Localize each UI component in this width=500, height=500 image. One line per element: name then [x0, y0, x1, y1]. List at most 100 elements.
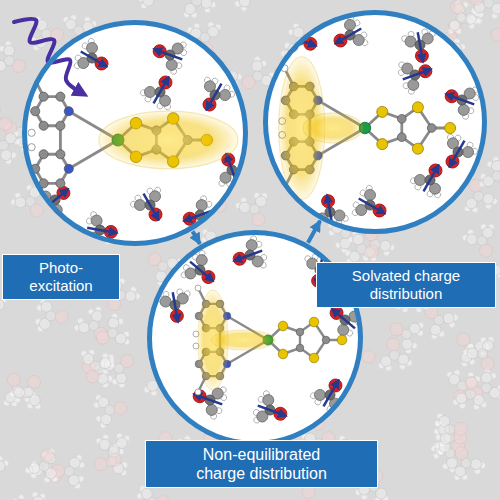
hydrogen-atom: [244, 170, 252, 178]
solvent-molecule: [326, 13, 371, 59]
hydrogen-atom: [195, 285, 201, 291]
dipole-arrow: [338, 29, 361, 43]
solvent-molecule: [461, 333, 500, 377]
oxygen-atom: [6, 371, 22, 387]
hydrogen-atom: [287, 25, 295, 33]
dipole-arrow: [424, 168, 438, 191]
solvent-molecule: [7, 369, 52, 413]
solvent-molecule: [138, 68, 184, 113]
carbon-atom: [39, 92, 48, 101]
carbon-atom: [465, 389, 476, 400]
oxygen-atom: [145, 250, 163, 268]
sulfur-atom: [377, 139, 388, 150]
hydrogen-atom: [281, 65, 288, 72]
solvent-molecule: [427, 429, 474, 476]
dipole-arrow: [288, 36, 313, 45]
solvent-molecule: [34, 297, 70, 334]
nitrogen-atom: [64, 164, 73, 173]
circle-content: [28, 33, 253, 250]
hydrogen-atom: [210, 214, 218, 222]
circle-backdrop: [24, 22, 246, 244]
carbon-atom: [397, 114, 406, 123]
oxygen-atom: [28, 202, 46, 220]
oxygen-atom: [467, 0, 485, 8]
circle-backdrop: [265, 12, 485, 232]
solvent-molecule: [452, 375, 489, 410]
carbon-atom: [445, 424, 456, 435]
sulfur-atom: [412, 102, 423, 113]
dipole-arrow: [144, 194, 158, 217]
hydrogen-atom: [283, 46, 291, 54]
stage-label: Photo-excitation: [2, 254, 120, 300]
carbon-atom: [31, 164, 40, 173]
solvent-molecule: [376, 336, 413, 372]
solvent-molecule: [476, 154, 500, 199]
oxygen-atom: [0, 115, 14, 133]
solvent-molecule: [443, 440, 488, 484]
carbon-atom: [482, 192, 495, 205]
process-arrow: [193, 231, 200, 244]
hydrogen-atom: [46, 209, 54, 217]
stage-label: Non-equilibrated charge distribution: [145, 440, 378, 488]
carbon-atom: [56, 179, 65, 188]
oxygen-atom: [240, 73, 258, 91]
dipole-arrow: [227, 157, 236, 182]
oxygen-atom: [85, 369, 101, 385]
carbon-atom: [32, 495, 45, 500]
dipole-arrow: [328, 198, 333, 225]
hydrogen-atom: [239, 175, 247, 183]
carbon-atom: [291, 23, 305, 37]
hydrogen-atom: [282, 39, 290, 47]
hydrogen-atom: [83, 231, 90, 238]
solute-molecule: [279, 57, 456, 200]
carbon-atom: [73, 25, 84, 36]
solvent-molecule: [25, 445, 72, 492]
solvent-molecule: [280, 19, 322, 62]
carbon-atom: [104, 404, 115, 415]
carbon-atom: [451, 0, 467, 1]
solvent-molecule: [383, 311, 427, 356]
dipole-arrow: [449, 95, 474, 104]
carbon-atom: [490, 169, 500, 183]
carbon-atom: [31, 107, 40, 116]
sulfur-atom: [309, 353, 319, 363]
solvent-molecule: [71, 36, 116, 82]
hydrogen-atom: [322, 222, 329, 229]
hydrogen-atom: [37, 198, 45, 206]
solvent-molecule: [11, 490, 50, 500]
dipole-arrow: [403, 70, 428, 79]
hydrogen-atom: [28, 144, 35, 151]
hydrogen-atom: [12, 498, 19, 500]
solvent-molecule: [434, 411, 469, 447]
dipole-arrow: [208, 84, 222, 107]
solvent-molecule: [23, 444, 65, 485]
sulfur-atom: [445, 122, 456, 133]
solvent-molecule: [250, 389, 292, 432]
photon-arrow: [14, 19, 80, 92]
oxygen-atom: [364, 244, 379, 259]
sulfur-atom: [278, 321, 288, 331]
nitrogen-atom: [64, 107, 73, 116]
solute-molecule: [28, 74, 238, 206]
solvent-molecule: [8, 180, 54, 226]
sulfur-atom: [377, 106, 388, 117]
hydrogen-atom: [53, 212, 61, 220]
oxygen-atom: [55, 310, 69, 324]
sulfur-atom: [278, 349, 288, 359]
solvent-molecule: [95, 432, 132, 468]
oxygen-atom: [93, 456, 109, 472]
charge-density: [99, 111, 238, 169]
carbon-atom: [427, 124, 436, 133]
carbon-atom: [292, 26, 306, 40]
carbon-atom: [190, 0, 203, 8]
oxygen-atom: [94, 329, 111, 346]
carbon-atom: [389, 350, 400, 361]
oxygen-atom: [488, 26, 500, 44]
carbon-atom: [296, 344, 304, 352]
solvent-molecule: [349, 183, 394, 229]
solvent-molecule: [92, 390, 130, 429]
